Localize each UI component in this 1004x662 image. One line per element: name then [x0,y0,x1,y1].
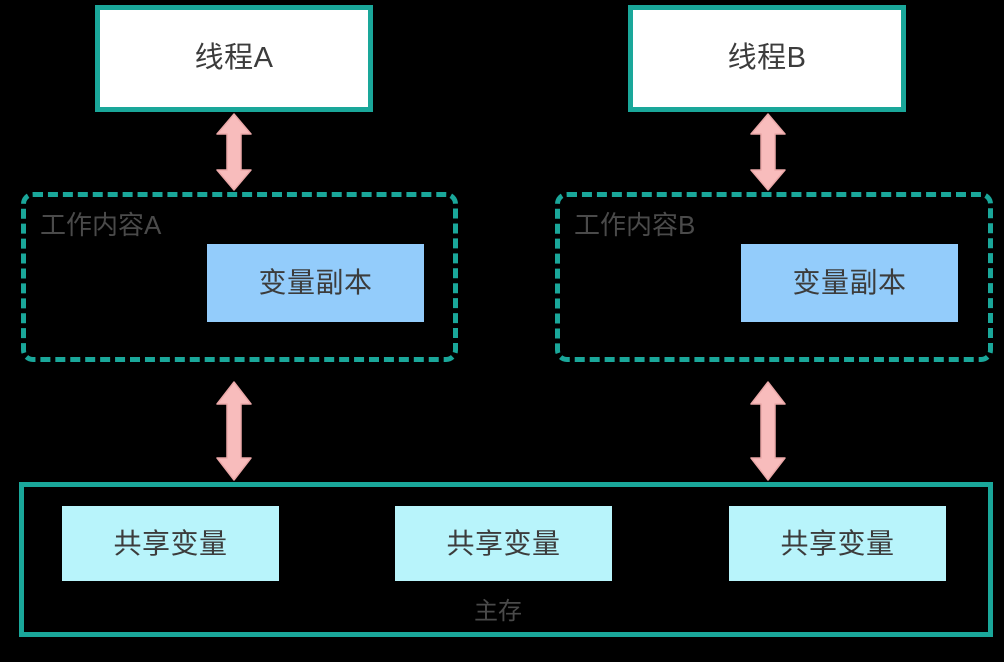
shared-variable-box-2[interactable]: 共享变量 [395,506,612,581]
shared-variable-label-3: 共享变量 [780,527,895,559]
thread-b-box[interactable]: 线程B [628,5,906,112]
thread-b-label: 线程B [727,42,807,74]
working-memory-b-box[interactable] [555,192,993,362]
variable-copy-a-label: 变量副本 [258,267,373,298]
working-memory-a-box[interactable] [21,192,458,362]
working-memory-a-to-main-memory-arrow [214,380,254,482]
thread-a-box[interactable]: 线程A [95,5,373,112]
main-memory-box[interactable] [19,482,993,637]
variable-copy-b-label: 变量副本 [792,267,907,298]
shared-variable-label-1: 共享变量 [113,527,228,559]
working-memory-a-label: 工作内容A [40,210,162,240]
working-memory-b-label: 工作内容B [574,210,696,240]
variable-copy-b-box[interactable]: 变量副本 [741,244,958,322]
main-memory-label: 主存 [474,598,522,625]
working-memory-b-to-main-memory-arrow [748,380,788,482]
shared-variable-label-2: 共享变量 [446,527,561,559]
thread-a-to-working-memory-a-arrow [214,112,254,192]
thread-b-to-working-memory-b-arrow [748,112,788,192]
shared-variable-box-3[interactable]: 共享变量 [729,506,946,581]
variable-copy-a-box[interactable]: 变量副本 [207,244,424,322]
thread-a-label: 线程A [194,42,274,74]
shared-variable-box-1[interactable]: 共享变量 [62,506,279,581]
